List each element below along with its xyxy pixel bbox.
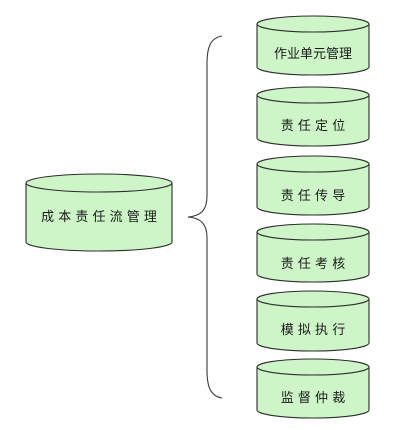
child-node-label: 责 任 传 导 [281,189,345,204]
child-node-label: 责 任 定 位 [281,119,345,134]
child-node-top [256,223,370,241]
child-node-label: 监 督 仲 裁 [281,390,345,406]
child-node-top [256,15,370,33]
child-node-top [256,155,370,173]
child-node-5: 模 拟 执 行 [256,290,370,352]
child-node-6: 监 督 仲 裁 [256,358,370,419]
child-node-body [256,164,370,216]
child-node-body [256,299,370,352]
child-node-3: 责 任 传 导 [256,155,370,216]
child-node-top [256,358,370,376]
child-node-1: 作业单元管理 [256,15,370,76]
child-node-body [256,367,370,419]
root-node-label: 成 本 责 任 流 管 理 [41,210,157,225]
root-node-top [25,173,173,193]
child-node-top [256,86,370,104]
child-node-body [256,95,370,147]
child-node-4: 责 任 考 核 [256,223,370,283]
child-node-2: 责 任 定 位 [256,86,370,147]
child-node-label: 作业单元管理 [274,47,352,62]
child-node-body [256,24,370,76]
child-node-top [256,290,370,308]
root-node-body [25,183,173,252]
child-node-body [256,232,370,283]
connector-brace [187,35,223,399]
root-node: 成 本 责 任 流 管 理 [25,173,173,252]
child-node-label: 模 拟 执 行 [281,323,345,338]
child-node-label: 责 任 考 核 [281,257,345,272]
